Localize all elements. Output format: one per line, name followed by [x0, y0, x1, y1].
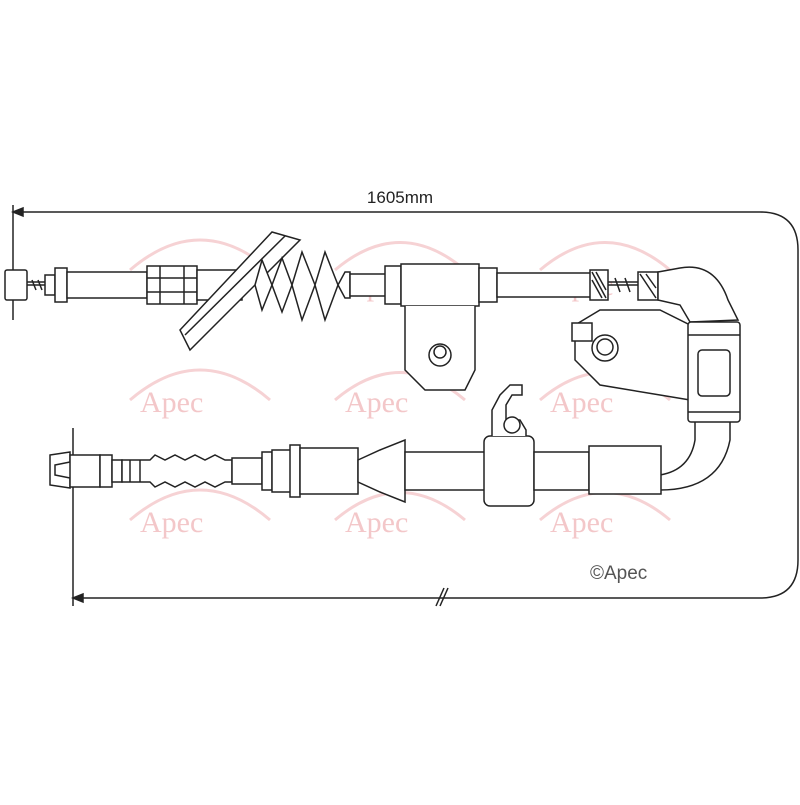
right-clip: [571, 309, 741, 491]
inner-tube: [349, 273, 391, 297]
cable-clamp: [483, 435, 535, 507]
copyright-text: ©Apec: [590, 563, 648, 584]
lower-sleeve-right: [588, 445, 662, 495]
clevis-end: [49, 451, 71, 489]
flared-adapter: [357, 438, 406, 504]
arrow-head: [10, 206, 24, 218]
ferrule: [384, 265, 402, 305]
length-dimension-label: 1605mm: [366, 188, 434, 207]
watermark-text: Apec: [140, 506, 203, 539]
ferrule: [478, 267, 498, 303]
watermark-text: Apec: [550, 386, 613, 419]
ferrule: [289, 444, 301, 498]
threaded-rod: [121, 454, 233, 488]
watermark-text: Apec: [345, 506, 408, 539]
break-mark: [435, 587, 445, 607]
lower-tube: [404, 451, 486, 491]
mid-sleeve: [400, 263, 480, 307]
outer-tube: [66, 271, 148, 299]
angled-bracket: [179, 231, 302, 352]
ferrule: [44, 274, 56, 296]
sleeve: [99, 454, 113, 488]
arrow-head: [70, 592, 84, 604]
curved-tube: [659, 422, 696, 476]
dimension-outline: [13, 211, 799, 599]
lower-cable: [49, 384, 662, 507]
lower-sleeve: [299, 447, 359, 495]
watermark-text: Apec: [345, 386, 408, 419]
upper-cable: [4, 231, 740, 391]
ferrule: [261, 451, 273, 491]
break-mark: [439, 587, 449, 607]
outer-tube-right: [496, 272, 598, 298]
watermark-text: Apec: [140, 386, 203, 419]
curved-housing: [657, 266, 740, 323]
ribbed-nut: [146, 265, 198, 305]
watermark-text: Apec: [550, 506, 613, 539]
cable-end-nipple: [4, 269, 28, 301]
sleeve: [54, 267, 68, 303]
